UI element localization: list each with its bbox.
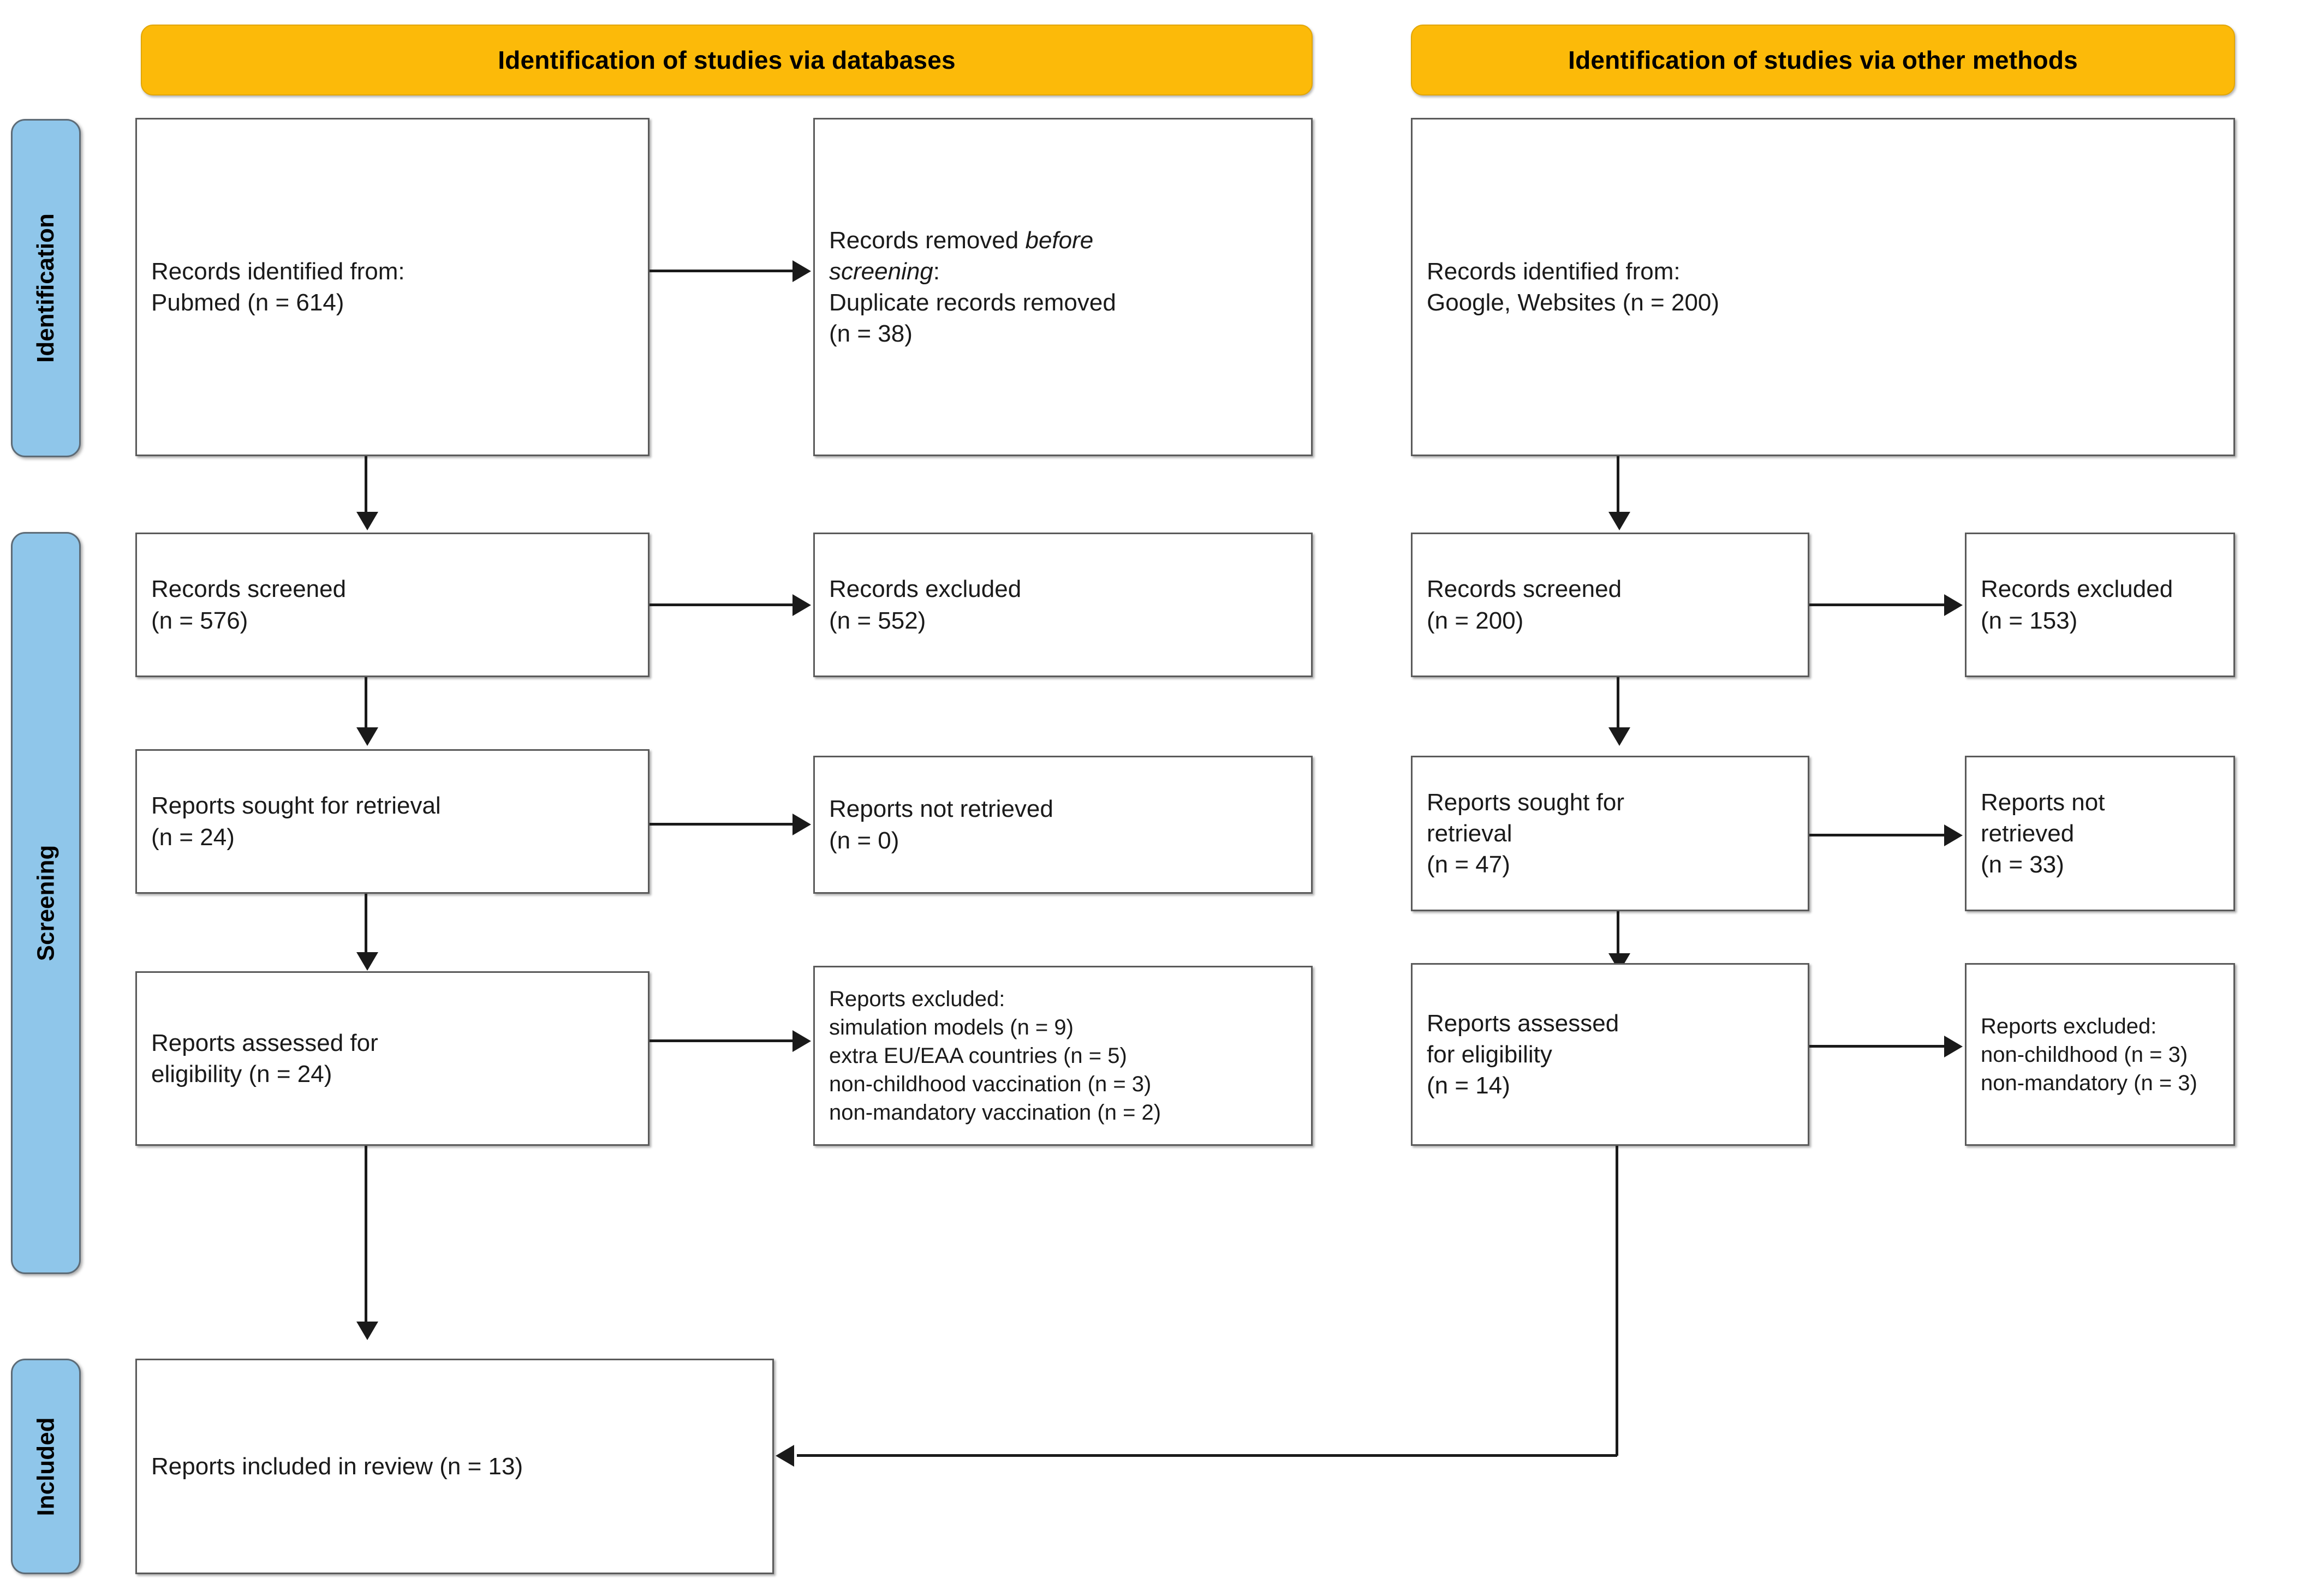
arrowhead-om-assessed-to-excluded [1944,1036,1963,1057]
connector-om-identified-down [1617,456,1619,522]
om-assessed-line1: Reports assessed [1427,1009,1619,1037]
connector-db-screened-to-excluded [649,603,795,606]
om-sought-line2: retrieval [1427,820,1512,847]
om-assessed-line2: for eligibility [1427,1041,1552,1068]
box-om-reports-not-retrieved: Reports not retrieved (n = 33) [1965,756,2235,911]
arrowhead-db-sought-to-not-retrieved [792,814,811,835]
om-records-identified-line1: Records identified from: [1427,258,1681,285]
om-reports-excluded-item-0: non-childhood (n = 3) [1981,1042,2188,1067]
db-removed-line3: Duplicate records removed [829,289,1116,316]
om-sought-line3: (n = 47) [1427,851,1510,878]
db-removed-line2: screening: [829,258,940,285]
connector-om-sought-to-not-retrieved [1809,834,1946,836]
db-removed-line1: Records removed before [829,226,1094,254]
stage-tab-identification-label: Identification [32,213,59,363]
box-db-records-identified: Records identified from: Pubmed (n = 614… [135,118,649,456]
box-om-records-screened: Records screened (n = 200) [1411,533,1809,677]
connector-om-sought-down [1617,911,1619,963]
box-db-reports-sought: Reports sought for retrieval (n = 24) [135,749,649,894]
db-screened-line2: (n = 576) [151,607,248,634]
connector-db-identified-down [365,456,367,522]
reports-included-text: Reports included in review (n = 13) [151,1452,523,1480]
connector-om-assessed-down [1616,1146,1618,1456]
connector-om-elbow-to-included [797,1454,1617,1457]
db-reports-excluded-item-3: non-mandatory vaccination (n = 2) [829,1101,1161,1125]
box-om-reports-sought: Reports sought for retrieval (n = 47) [1411,756,1809,911]
connector-db-sought-down [365,894,367,962]
db-sought-line1: Reports sought for retrieval [151,792,441,820]
connector-db-sought-to-not-retrieved [649,823,795,826]
om-screened-line2: (n = 200) [1427,607,1524,634]
db-records-excluded-line1: Records excluded [829,576,1022,603]
arrowhead-db-screened-to-excluded [792,594,811,616]
banner-identification-other-methods: Identification of studies via other meth… [1411,25,2235,95]
arrowhead-db-identified-to-removed [792,260,811,282]
box-om-records-identified: Records identified from: Google, Website… [1411,118,2235,456]
arrowhead-om-sought-to-not-retrieved [1944,824,1963,846]
db-assessed-line1: Reports assessed for [151,1029,378,1056]
db-reports-excluded-item-1: extra EU/EAA countries (n = 5) [829,1044,1127,1068]
box-reports-included-in-review: Reports included in review (n = 13) [135,1359,774,1574]
om-records-identified-line2: Google, Websites (n = 200) [1427,289,1720,316]
om-reports-excluded-heading: Reports excluded: [1981,1014,2157,1038]
box-om-reports-assessed: Reports assessed for eligibility (n = 14… [1411,963,1809,1146]
box-db-records-excluded: Records excluded (n = 552) [813,533,1313,677]
stage-tab-screening: Screening [11,532,81,1274]
db-records-excluded-line2: (n = 552) [829,607,926,634]
banner-identification-databases: Identification of studies via databases [141,25,1313,95]
db-records-identified-line2: Pubmed (n = 614) [151,289,344,316]
db-assessed-line2: eligibility (n = 24) [151,1061,332,1087]
box-db-reports-excluded: Reports excluded: simulation models (n =… [813,966,1313,1146]
connector-db-assessed-down-to-included [365,1146,367,1326]
db-reports-excluded-item-2: non-childhood vaccination (n = 3) [829,1072,1152,1096]
stage-tab-included-label: Included [32,1417,59,1516]
box-om-records-excluded: Records excluded (n = 153) [1965,533,2235,677]
banner-other-methods-label: Identification of studies via other meth… [1568,46,2078,74]
arrowhead-db-screened-down [356,727,378,746]
arrowhead-db-identified-down [356,512,378,530]
om-not-retrieved-line1: Reports not [1981,788,2105,816]
db-screened-line1: Records screened [151,576,347,603]
db-reports-excluded-item-0: simulation models (n = 9) [829,1015,1074,1039]
connector-db-screened-down [365,677,367,737]
connector-om-screened-to-excluded [1809,603,1946,606]
connector-db-assessed-to-excluded [649,1039,795,1042]
banner-databases-label: Identification of studies via databases [498,46,956,74]
om-reports-excluded-item-1: non-mandatory (n = 3) [1981,1071,2197,1095]
arrowhead-db-sought-down [356,952,378,971]
box-db-records-screened: Records screened (n = 576) [135,533,649,677]
stage-tab-included: Included [11,1359,81,1574]
db-not-retrieved-line2: (n = 0) [829,827,899,854]
db-sought-line2: (n = 24) [151,823,235,851]
connector-db-identified-to-removed [649,270,795,272]
connector-om-screened-down [1617,677,1619,737]
arrowhead-om-identified-down [1608,512,1630,530]
om-not-retrieved-line3: (n = 33) [1981,851,2064,878]
om-records-excluded-line2: (n = 153) [1981,607,2078,634]
arrowhead-om-screened-down [1608,727,1630,746]
stage-tab-screening-label: Screening [32,845,59,961]
stage-tab-identification: Identification [11,119,81,457]
arrowhead-db-assessed-to-excluded [792,1030,811,1052]
om-sought-line1: Reports sought for [1427,788,1624,816]
om-records-excluded-line1: Records excluded [1981,576,2173,603]
box-db-reports-assessed: Reports assessed for eligibility (n = 24… [135,971,649,1146]
db-removed-line4: (n = 38) [829,320,913,348]
connector-om-assessed-to-excluded [1809,1045,1946,1048]
om-screened-line1: Records screened [1427,576,1622,603]
arrowhead-om-screened-to-excluded [1944,594,1963,616]
box-db-reports-not-retrieved: Reports not retrieved (n = 0) [813,756,1313,894]
db-reports-excluded-heading: Reports excluded: [829,987,1005,1011]
om-assessed-line3: (n = 14) [1427,1072,1510,1099]
box-db-records-removed-before-screening: Records removed before screening: Duplic… [813,118,1313,456]
db-records-identified-line1: Records identified from: [151,258,405,285]
arrowhead-db-assessed-down-to-included [356,1322,378,1340]
om-not-retrieved-line2: retrieved [1981,820,2075,847]
arrowhead-om-elbow-to-included [776,1445,794,1467]
db-not-retrieved-line1: Reports not retrieved [829,796,1053,823]
box-om-reports-excluded: Reports excluded: non-childhood (n = 3) … [1965,963,2235,1146]
